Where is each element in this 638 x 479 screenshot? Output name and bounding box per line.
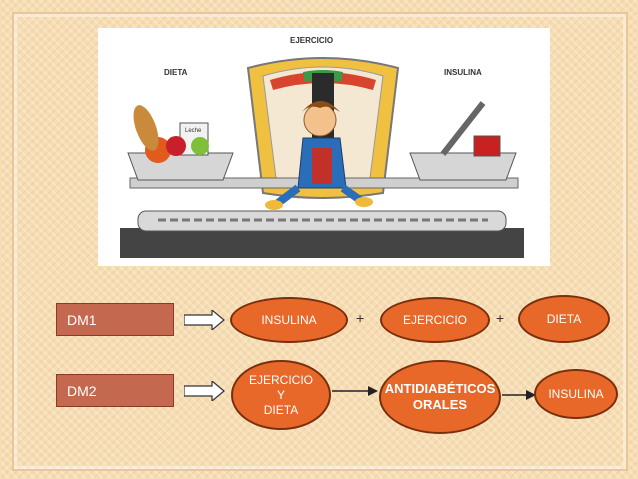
dm1-ejercicio-oval: EJERCICIO <box>380 297 490 343</box>
dm2-insulina-oval: INSULINA <box>534 369 618 419</box>
dm2-antidiabeticos-oval: ANTIDIABÉTICOS ORALES <box>379 360 501 434</box>
dm2-item1-line2: Y <box>276 387 285 402</box>
child-shoe-left <box>265 200 283 210</box>
dm2-ejercicio-dieta-oval: EJERCICIO Y DIETA <box>231 360 331 430</box>
scale-label-left: DIETA <box>164 68 188 77</box>
dm2-item1-line1: EJERCICIO <box>248 372 313 387</box>
scale-platform <box>137 210 507 232</box>
child-leg-right <box>340 184 363 204</box>
child-shoe-right <box>355 197 373 207</box>
dm1-plus-2: + <box>496 310 505 326</box>
scale-base <box>120 228 524 258</box>
dm2-box: DM2 <box>56 374 174 407</box>
child-shirt <box>312 148 332 184</box>
dm2-arrow-2 <box>332 386 378 396</box>
dm1-arrow <box>184 310 225 330</box>
scale-label-right: INSULINA <box>444 68 482 77</box>
balance-scale-illustration: EJERCICIO DIETA INSULINA Leche <box>98 28 550 266</box>
pear <box>191 137 209 155</box>
scale-label-center: EJERCICIO <box>290 36 334 45</box>
left-pan <box>127 152 234 181</box>
dm1-plus-1: + <box>356 310 365 326</box>
dm2-item2-line2: ORALES <box>412 397 468 412</box>
scale-drawing <box>120 57 524 258</box>
dm2-item2-line1: ANTIDIABÉTICOS <box>384 380 496 396</box>
dm1-dieta-oval: DIETA <box>518 295 610 343</box>
child-hair <box>302 101 340 112</box>
dm2-item1-line3: DIETA <box>263 402 299 417</box>
dm2-arrow <box>184 381 225 401</box>
child-head <box>303 103 337 137</box>
syringe <box>440 101 486 156</box>
child-leg-left <box>275 184 301 207</box>
dm2-arrow-3 <box>502 390 536 400</box>
dm1-insulina-oval: INSULINA <box>230 297 348 343</box>
dm1-box: DM1 <box>56 303 174 336</box>
bread <box>133 105 159 151</box>
milk-carton-label: Leche <box>185 128 202 134</box>
right-pan <box>409 152 517 181</box>
slide-frame <box>12 12 628 471</box>
apple <box>166 136 186 156</box>
insulin-vial <box>473 135 501 157</box>
